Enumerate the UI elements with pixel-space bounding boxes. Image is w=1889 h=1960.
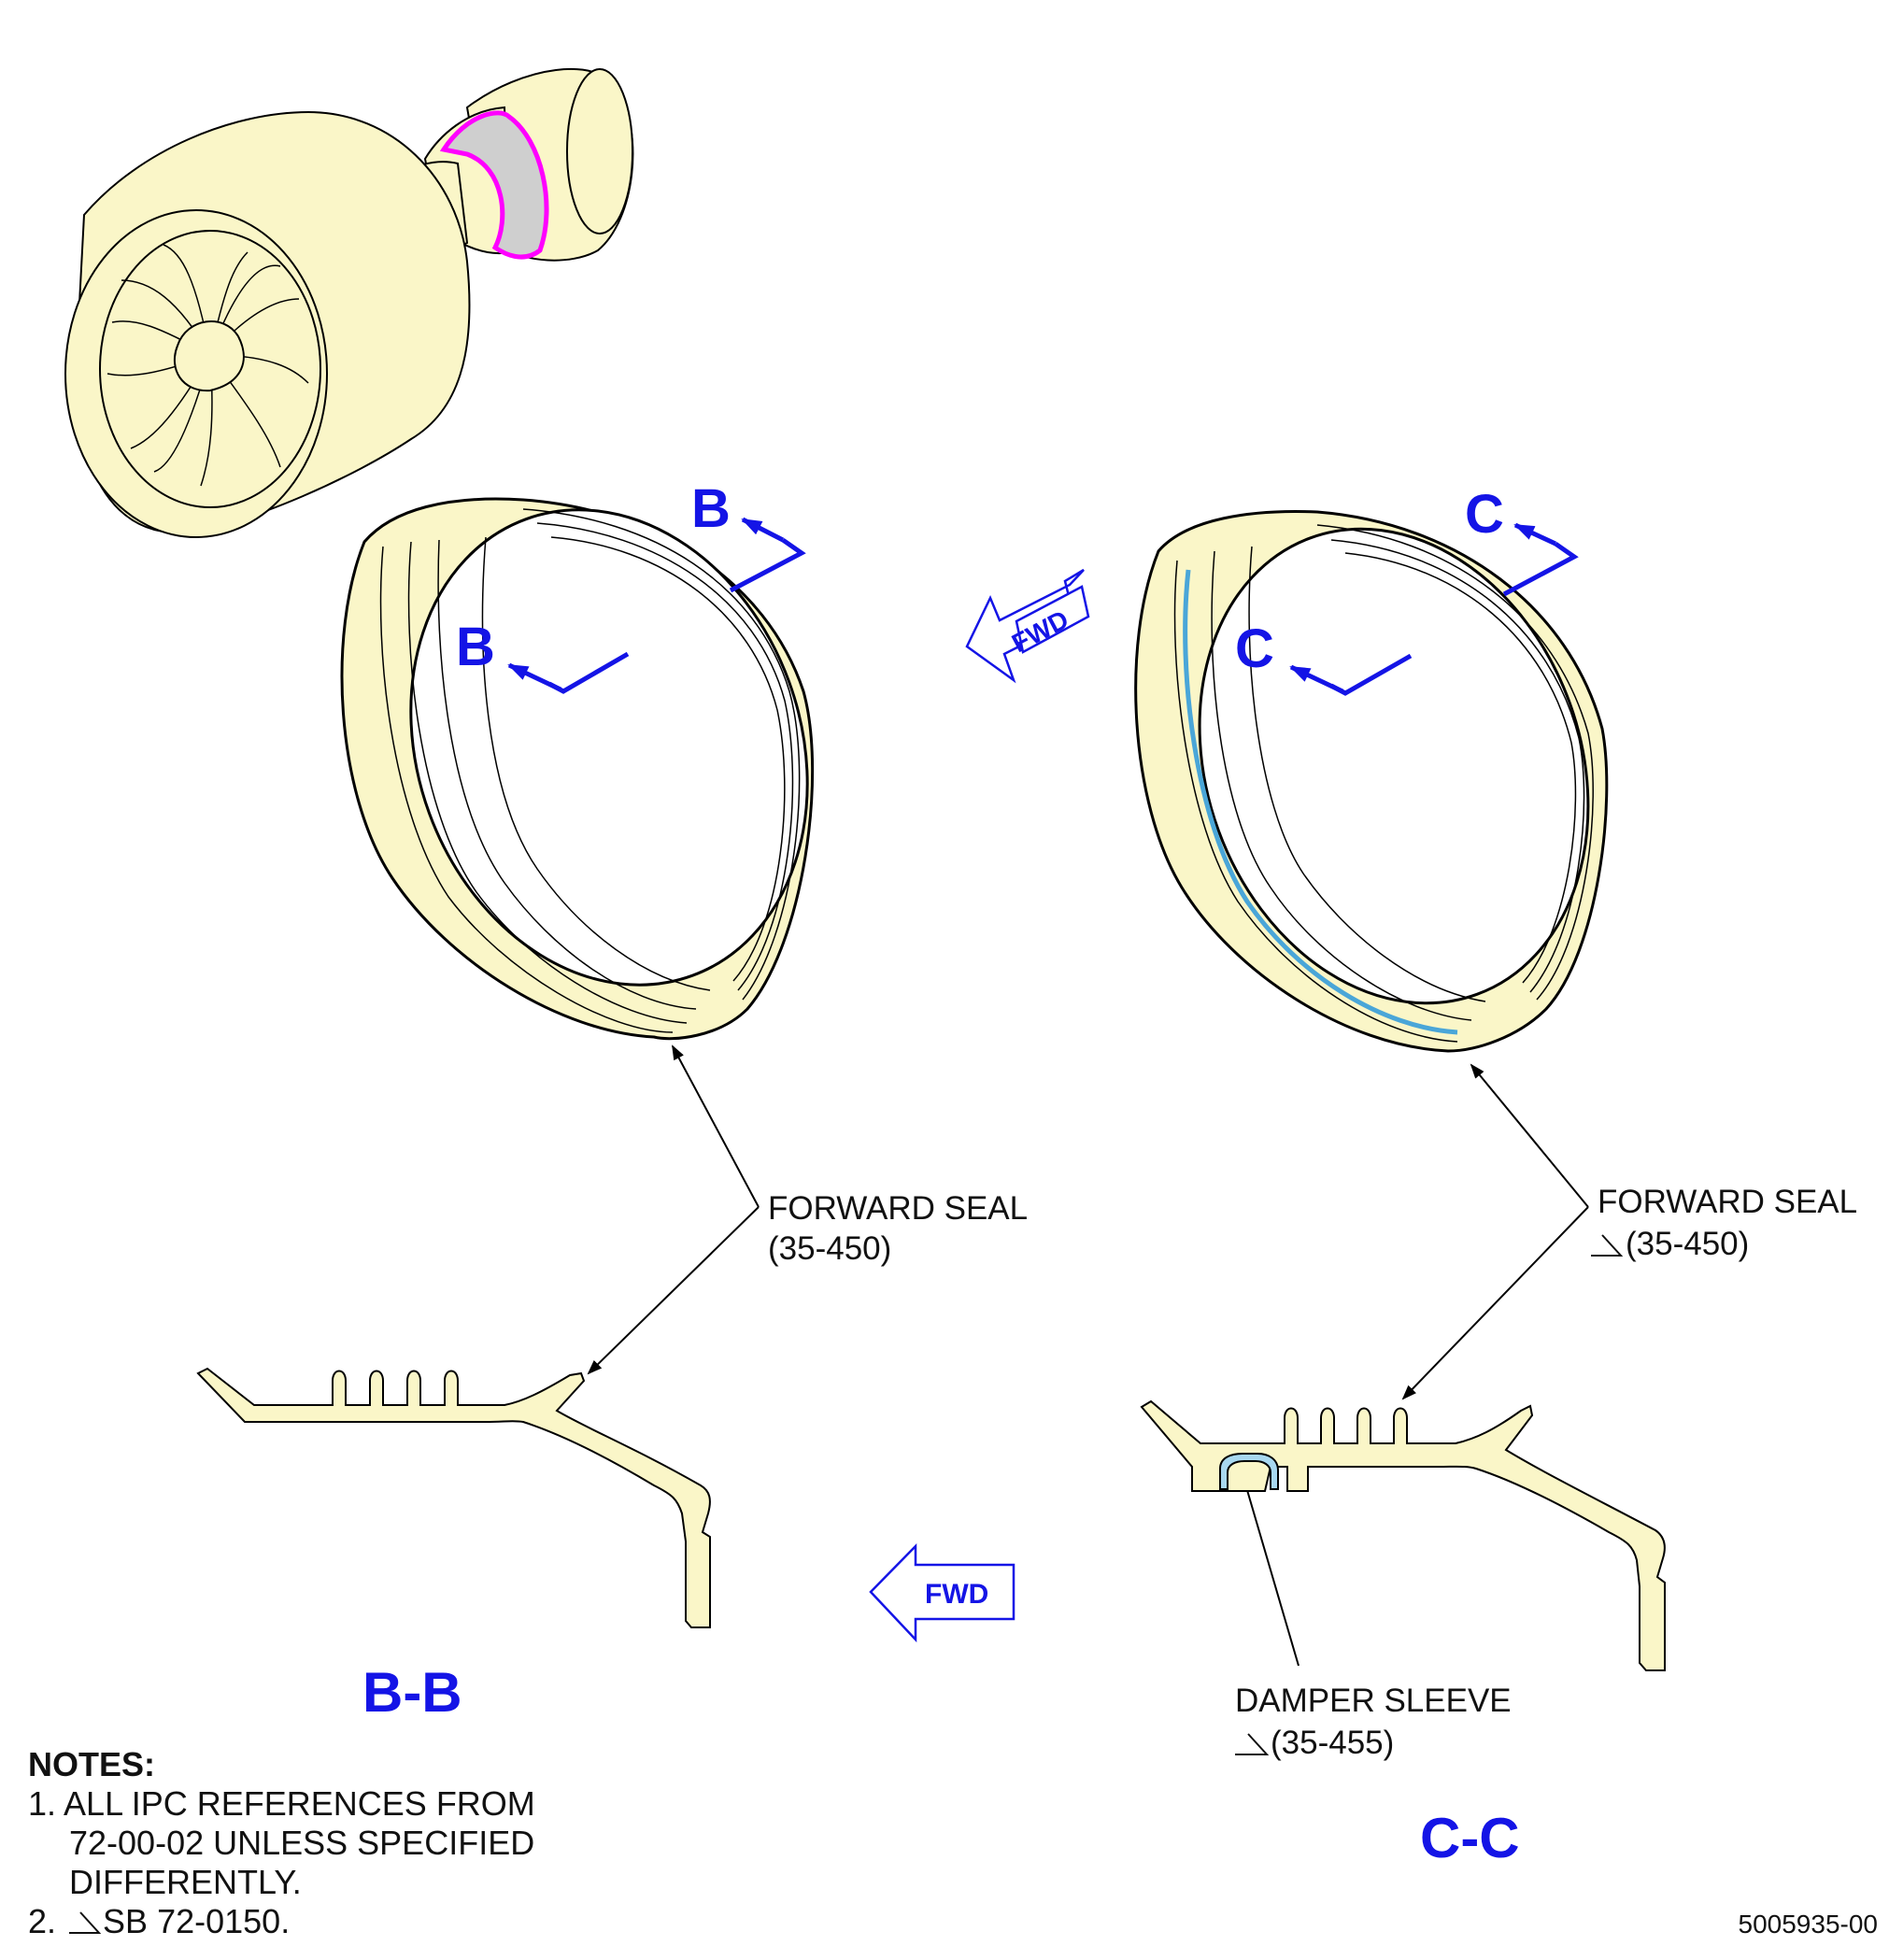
highlighted-seal-area — [439, 110, 549, 260]
section-letter-c-upper: C — [1465, 484, 1504, 545]
sb-reference-symbol — [1235, 1733, 1270, 1755]
notes-title: NOTES: — [28, 1745, 156, 1783]
sb-reference-symbol — [69, 1911, 102, 1934]
section-letter-b-lower: B — [456, 617, 495, 677]
fwd-arrow-flat: FWD — [869, 1542, 1016, 1643]
callout-right-seal-ref: (35-450) — [1626, 1226, 1749, 1262]
fwd-label-flat: FWD — [925, 1579, 988, 1610]
engine-overview — [64, 68, 634, 538]
notes-block: NOTES: 1. ALL IPC REFERENCES FROM 72-00-… — [28, 1745, 535, 1941]
section-letter-b-upper: B — [691, 478, 731, 539]
section-marker-b-lower — [507, 651, 630, 694]
callout-left-seal-ref: (35-450) — [768, 1230, 891, 1267]
document-id: 5005935-00 — [1738, 1910, 1878, 1939]
note-2-text: SB 72-0150. — [103, 1902, 291, 1940]
sb-reference-symbol — [1591, 1234, 1624, 1257]
section-profile-bb — [196, 1367, 711, 1628]
section-marker-c-lower — [1289, 653, 1413, 696]
forward-seal-ring-left — [340, 497, 815, 1041]
fwd-arrow-iso: FWD — [965, 568, 1090, 684]
leader-lines — [587, 1044, 1589, 1667]
section-letter-c-lower: C — [1235, 618, 1274, 679]
section-marker-c-upper — [1502, 522, 1579, 597]
note-2-number: 2. — [28, 1902, 57, 1940]
note-1-line-3: DIFFERENTLY. — [69, 1863, 302, 1901]
callout-damper-ref: (35-455) — [1271, 1725, 1394, 1761]
note-1-line-2: 72-00-02 UNLESS SPECIFIED — [69, 1824, 535, 1862]
note-1-line-1: 1. ALL IPC REFERENCES FROM — [28, 1784, 535, 1823]
section-marker-b-upper — [729, 517, 806, 593]
callout-left-seal-name: FORWARD SEAL — [768, 1190, 1028, 1227]
damper-sleeve — [1219, 1453, 1279, 1490]
section-title-cc: C-C — [1420, 1807, 1520, 1869]
forward-seal-ring-right — [1134, 510, 1609, 1053]
note-2: 2. SB 72-0150. — [28, 1902, 535, 1941]
section-profile-cc — [1140, 1399, 1666, 1671]
section-title-bb: B-B — [362, 1661, 462, 1724]
callout-right-seal-name: FORWARD SEAL — [1598, 1184, 1857, 1220]
callout-damper-name: DAMPER SLEEVE — [1235, 1683, 1512, 1719]
